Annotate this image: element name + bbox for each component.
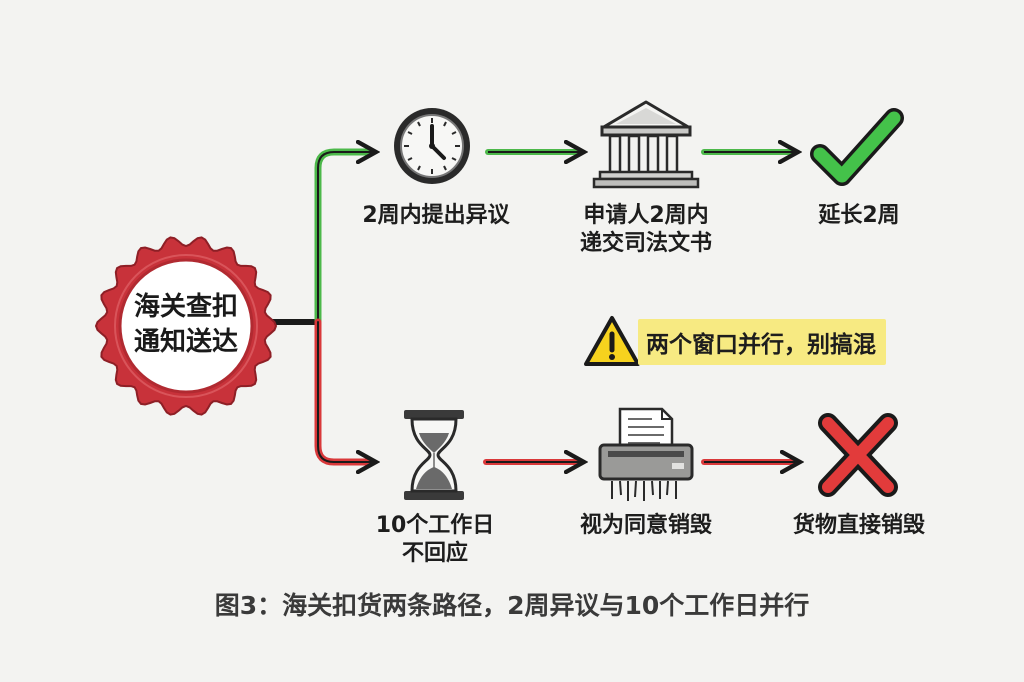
step-label-line: 2周内提出异议 — [362, 203, 510, 228]
step-label-top-1: 2周内提出异议 — [336, 202, 536, 230]
step-label-top-3: 延长2周 — [786, 202, 932, 230]
seal-label: 海关查扣 通知送达 — [112, 290, 260, 360]
step-label-line: 递交司法文书 — [579, 230, 712, 256]
step-label-bottom-3: 货物直接销毁 — [766, 512, 952, 540]
shredder-icon — [598, 407, 694, 501]
step-label-line: 视为同意销毁 — [579, 513, 712, 538]
step-label-top-2: 申请人2周内 递交司法文书 — [556, 202, 736, 257]
seal-line-2: 通知送达 — [133, 327, 238, 358]
step-label-line: 不回应 — [401, 540, 468, 566]
checkmark-icon — [810, 108, 904, 186]
branch-connector — [269, 152, 376, 462]
seal-icon — [94, 236, 278, 416]
step-label-line: 申请人2周内 — [583, 203, 709, 228]
figure-caption: 图3：海关扣货两条路径，2周异议与10个工作日并行 — [214, 591, 810, 620]
clock-icon — [394, 108, 470, 184]
step-label-line: 延长2周 — [818, 203, 900, 228]
courthouse-icon — [592, 100, 700, 189]
seal-line-1: 海关查扣 — [133, 292, 238, 322]
hourglass-icon — [404, 410, 464, 500]
warning-callout: 两个窗口并行，别搞混 — [582, 318, 922, 366]
warning-text: 两个窗口并行，别搞混 — [638, 319, 886, 365]
step-label-bottom-2: 视为同意销毁 — [556, 512, 736, 540]
step-label-line: 货物直接销毁 — [792, 513, 925, 538]
cross-icon — [818, 413, 898, 497]
warning-icon — [584, 316, 640, 366]
step-label-line: 10个工作日 — [375, 513, 495, 538]
step-label-bottom-1: 10个工作日 不回应 — [350, 512, 520, 567]
